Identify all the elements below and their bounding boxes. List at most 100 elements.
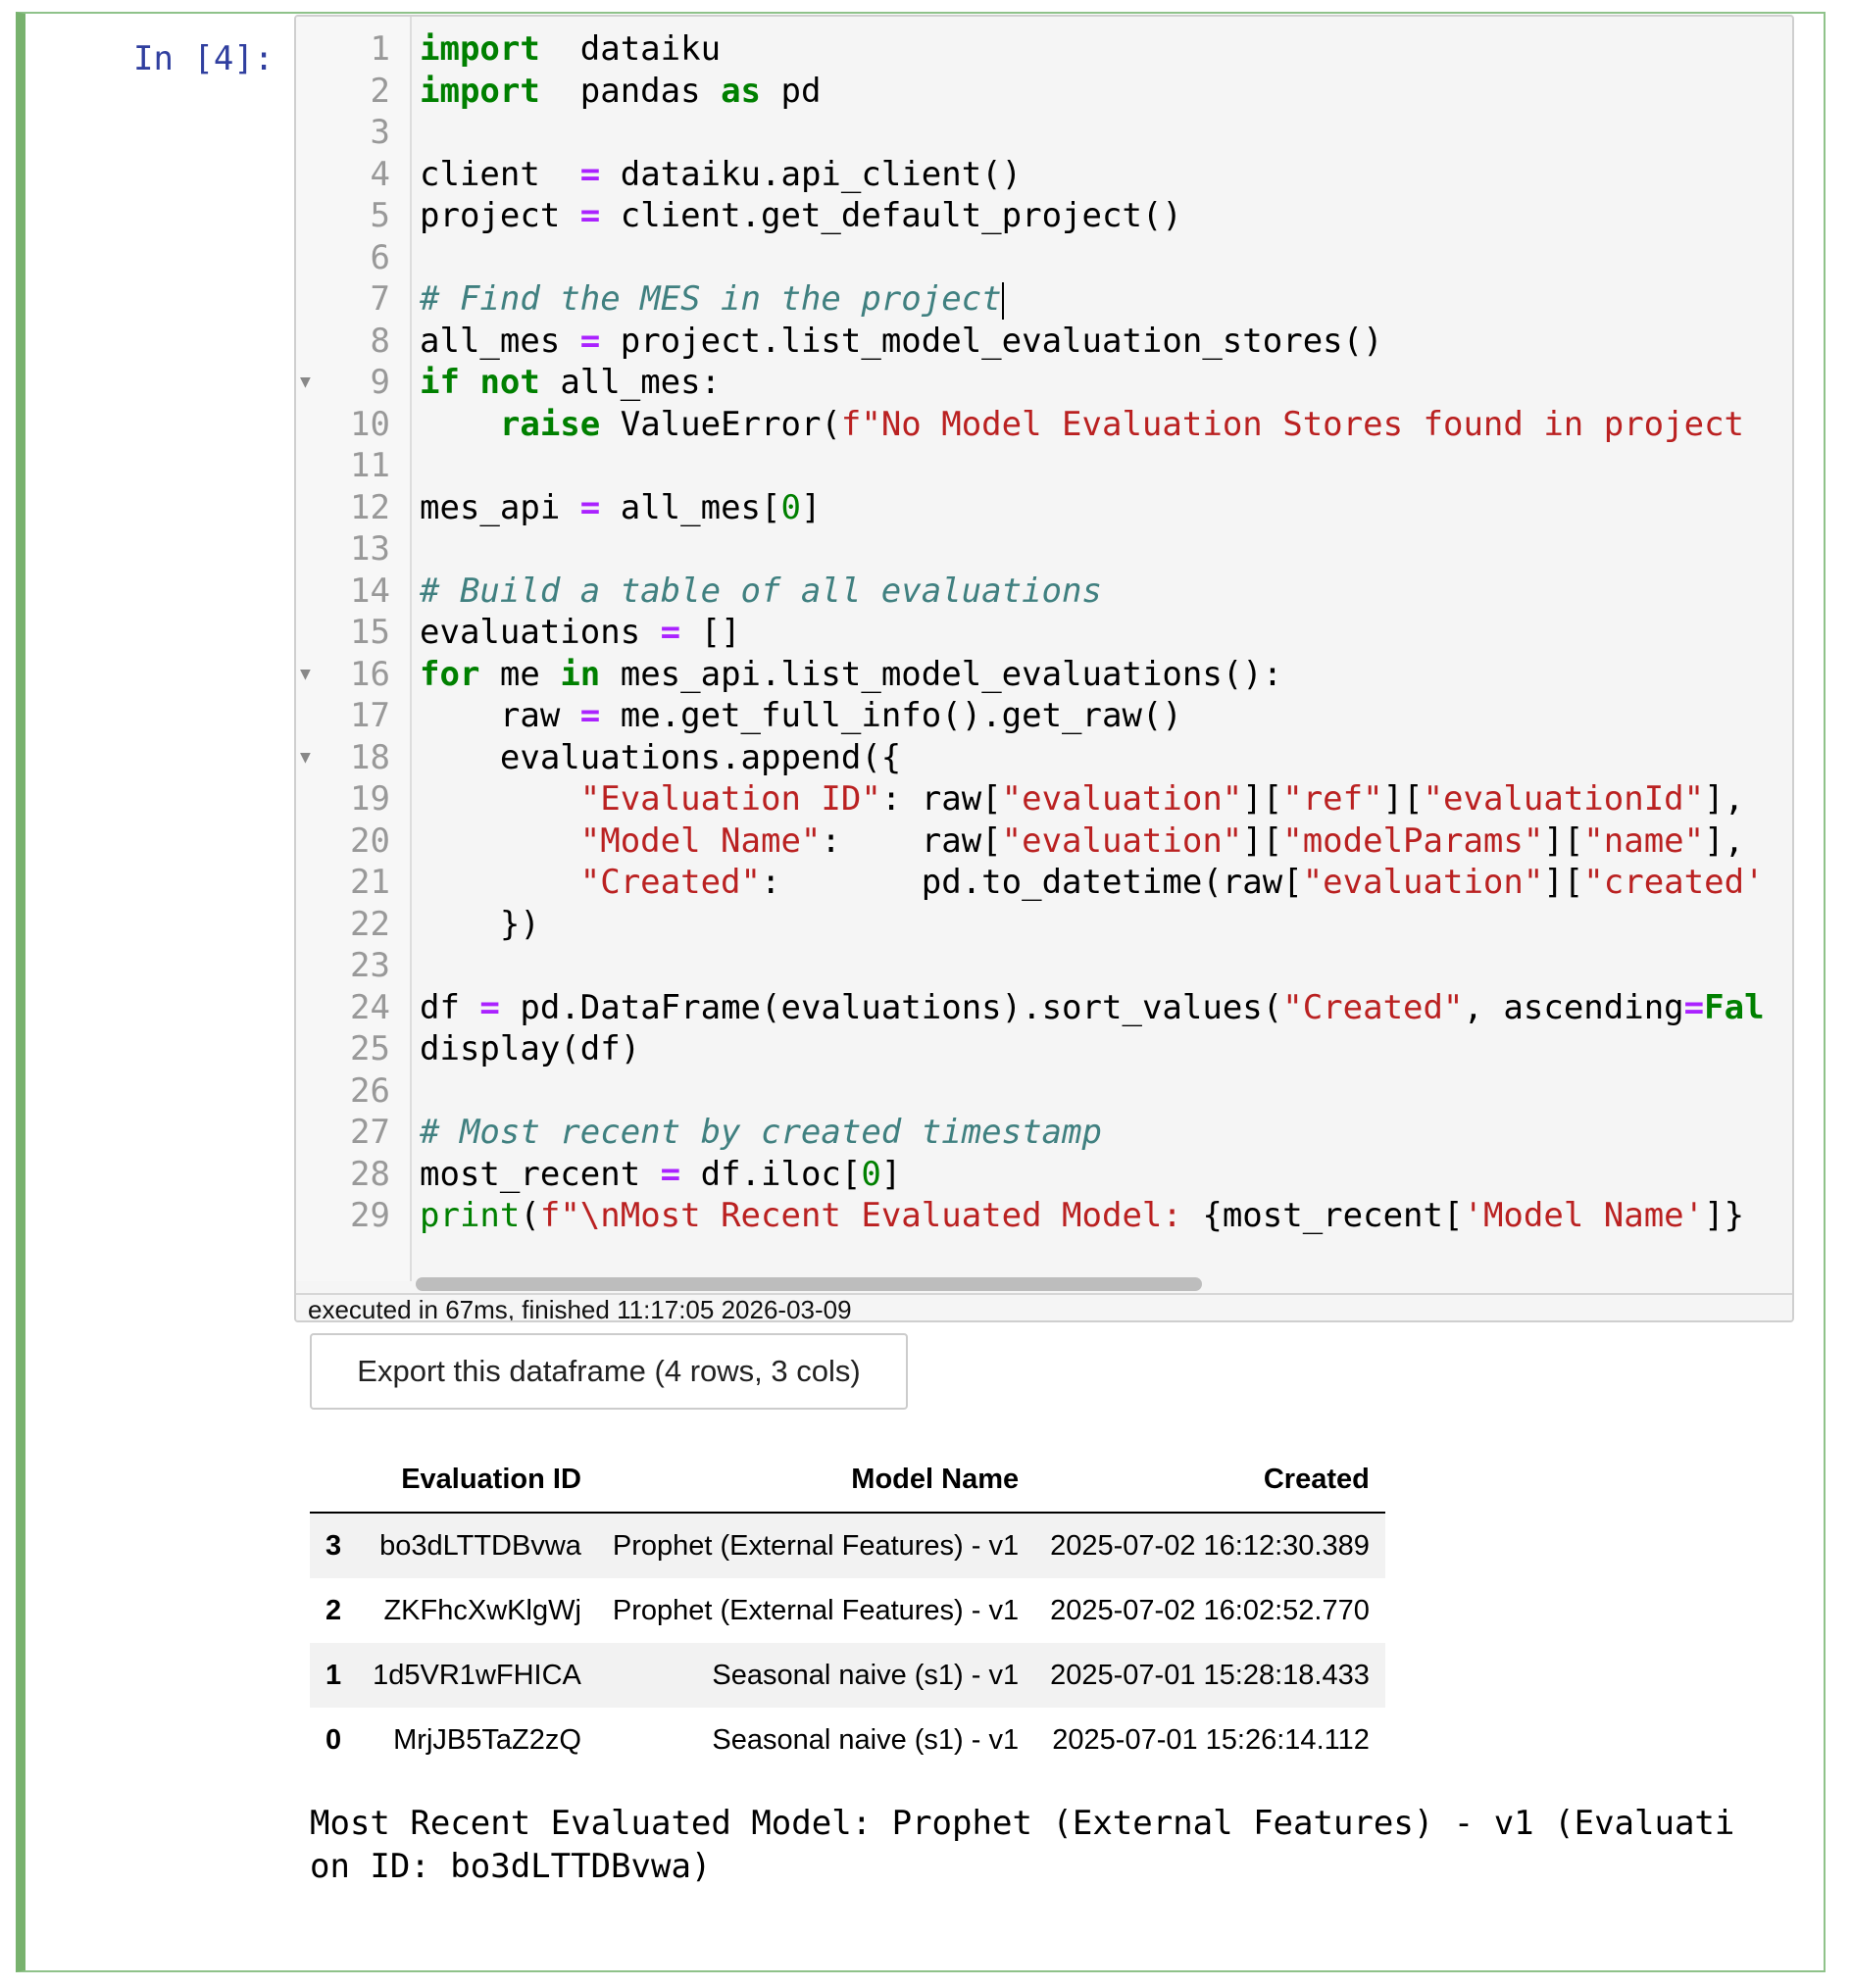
scrollbar-thumb[interactable] [416, 1277, 1202, 1291]
code-text: df = pd.DataFrame(evaluations).sort_valu… [420, 987, 1765, 1027]
model-name-cell: Seasonal naive (s1) - v1 [712, 1723, 1020, 1756]
code-line[interactable]: ▼ 18 evaluations.append({ [296, 737, 1792, 779]
fold-arrow-icon[interactable]: ▼ [300, 663, 311, 684]
code-line[interactable]: 27# Most recent by created timestamp [296, 1112, 1792, 1154]
line-number: 17 [350, 696, 390, 735]
fold-arrow-icon[interactable]: ▼ [300, 372, 311, 392]
code-line[interactable]: 25 display(df) [296, 1028, 1792, 1070]
code-text: "Model Name": raw["evaluation"]["modelPa… [579, 820, 1745, 861]
code-line[interactable]: 14 # Build a table of all evaluations [296, 571, 1792, 613]
line-number: 7 [370, 279, 390, 319]
row-index: 1 [310, 1643, 358, 1708]
evaluation-id-cell: MrjJB5TaZ2zQ [393, 1723, 581, 1756]
model-name-cell: Prophet (External Features) - v1 [612, 1594, 1020, 1626]
code-line[interactable]: 4 client = dataiku.api_client() [296, 154, 1792, 196]
line-number: 20 [350, 820, 390, 861]
column-header-model-name: Model Name [596, 1447, 1035, 1514]
code-text: evaluations = [] [420, 613, 741, 652]
line-number: 27 [350, 1113, 390, 1152]
code-line[interactable]: 17 raw = me.get_full_info().get_raw() [296, 695, 1792, 737]
code-text: }) [420, 904, 540, 944]
code-line[interactable]: 24 df = pd.DataFrame(evaluations).sort_va… [296, 987, 1792, 1029]
table-row: 2 ZKFhcXwKlgWj Prophet (External Feature… [310, 1578, 1385, 1643]
export-dataframe-button[interactable]: Export this dataframe (4 rows, 3 cols) [310, 1333, 908, 1410]
code-line[interactable]: 6 [296, 237, 1792, 279]
line-number: 4 [370, 154, 390, 194]
line-number-gutter [296, 17, 412, 1281]
code-line[interactable]: 15 evaluations = [] [296, 612, 1792, 654]
dataframe-table: Evaluation ID Model Name Created 3 bo3dL… [310, 1447, 1385, 1772]
code-line[interactable]: 22 }) [296, 904, 1792, 946]
code-text: if not all_mes: [420, 363, 722, 402]
table-row: 0 MrjJB5TaZ2zQ Seasonal naive (s1) - v1 … [310, 1708, 1385, 1772]
line-number: 25 [350, 1029, 390, 1069]
code-line[interactable]: 3 [296, 112, 1792, 154]
line-number: 14 [350, 571, 390, 611]
created-cell: 2025-07-01 15:26:14.112 [1052, 1723, 1370, 1756]
index-header [310, 1447, 358, 1514]
evaluation-id-cell: 1d5VR1wFHICA [357, 1643, 597, 1708]
code-line[interactable]: 19 "Evaluation ID": raw["evaluation"]["r… [296, 778, 1792, 820]
model-name-cell: Prophet (External Features) - v1 [596, 1513, 1035, 1578]
code-text: client = dataiku.api_client() [420, 154, 1023, 194]
horizontal-scrollbar[interactable] [416, 1275, 1778, 1293]
fold-arrow-icon[interactable]: ▼ [300, 746, 311, 768]
code-line[interactable]: 21 "Created": pd.to_datetime(raw["evalua… [296, 862, 1792, 904]
created-cell: 2025-07-01 15:28:18.433 [1034, 1643, 1385, 1708]
text-cursor [1001, 281, 1004, 320]
line-number: 11 [350, 446, 390, 485]
line-number: 16 [350, 654, 390, 694]
line-number: 18 [350, 737, 390, 777]
code-text: evaluations.append({ [420, 737, 902, 777]
created-cell: 2025-07-02 16:02:52.770 [1050, 1594, 1370, 1626]
stdout-output: Most Recent Evaluated Model: Prophet (Ex… [310, 1804, 1735, 1886]
code-line[interactable]: 20 "Model Name": raw["evaluation"]["mode… [296, 820, 1792, 863]
code-text: print(f"\nMost Recent Evaluated Model: {… [420, 1196, 1745, 1235]
code-line[interactable]: 7 # Find the MES in the project [296, 278, 1792, 321]
code-text: import dataiku [420, 29, 722, 69]
code-text: # Build a table of all evaluations [420, 571, 1102, 611]
code-text: display(df) [420, 1029, 641, 1069]
evaluation-id-cell: bo3dLTTDBvwa [357, 1513, 597, 1578]
table-row: 3 bo3dLTTDBvwa Prophet (External Feature… [310, 1513, 1385, 1578]
code-line[interactable]: 23 [296, 945, 1792, 987]
row-index: 0 [325, 1723, 342, 1756]
code-text: raise ValueError(f"No Model Evaluation S… [499, 404, 1745, 444]
line-number: 10 [350, 404, 390, 444]
evaluation-id-cell: ZKFhcXwKlgWj [383, 1594, 581, 1626]
column-header-created: Created [1034, 1447, 1385, 1514]
line-number: 19 [350, 779, 390, 819]
code-text: project = client.get_default_project() [420, 196, 1182, 235]
row-index: 3 [310, 1513, 358, 1578]
line-number: 22 [350, 904, 390, 944]
line-number: 3 [370, 113, 390, 152]
code-line[interactable]: 10 raise ValueError(f"No Model Evaluatio… [296, 404, 1792, 446]
line-number: 15 [350, 613, 390, 652]
line-number: 2 [370, 71, 390, 111]
line-number: 24 [350, 987, 390, 1027]
code-line[interactable]: 11 [296, 445, 1792, 487]
line-number: 26 [350, 1070, 390, 1111]
line-number: 8 [370, 321, 390, 361]
input-prompt: In [4]: [133, 39, 275, 78]
code-text: mes_api = all_mes[0] [420, 487, 822, 527]
table-header-row: Evaluation ID Model Name Created [310, 1447, 1385, 1514]
row-index: 2 [325, 1594, 342, 1626]
code-text: "Evaluation ID": raw["evaluation"]["ref"… [579, 779, 1745, 819]
code-line[interactable]: 26 [296, 1070, 1792, 1113]
code-text: # Find the MES in the project [420, 279, 1004, 320]
column-header-evaluation-id: Evaluation ID [357, 1447, 597, 1514]
code-line[interactable]: 2 import pandas as pd [296, 71, 1792, 113]
code-line[interactable]: 13 [296, 528, 1792, 571]
code-text: import pandas as pd [420, 71, 822, 111]
